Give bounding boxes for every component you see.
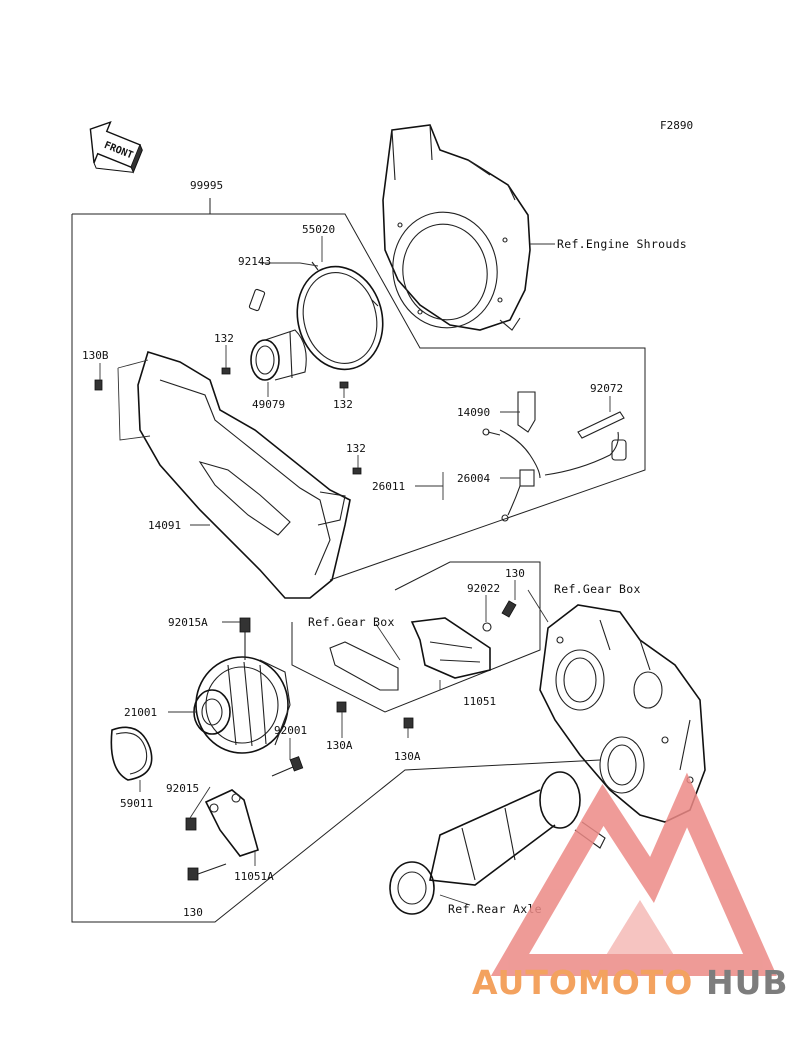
gear-box-bracket <box>329 641 414 729</box>
part-label: 92022 <box>467 582 500 595</box>
part-label: 130 <box>505 567 525 580</box>
part-label: 132 <box>346 442 366 455</box>
part-label: 14090 <box>457 406 490 419</box>
leader-lines <box>99 236 611 906</box>
part-label: 92072 <box>590 382 623 395</box>
part-label: 55020 <box>302 223 335 236</box>
part-label: 130A <box>326 739 353 752</box>
assembly-outline <box>71 198 646 923</box>
part-label: 11051A <box>234 870 274 883</box>
part-label: 92015 <box>166 782 199 795</box>
ref-rear-axle: Ref.Rear Axle <box>448 902 542 916</box>
part-label: 132 <box>214 332 234 345</box>
part-label: 21001 <box>124 706 157 719</box>
part-labels: 99995 55020 92143 130B 132 49079 132 132… <box>82 179 623 919</box>
ref-gear-box-left: Ref.Gear Box <box>308 615 395 629</box>
watermark-logo-icon <box>490 772 777 976</box>
gasket-55020 <box>296 261 384 371</box>
bolt-92001 <box>271 756 304 777</box>
part-label: 59011 <box>120 797 153 810</box>
part-label: 92015A <box>168 616 208 629</box>
part-label: 92143 <box>238 255 271 268</box>
part-label: 26011 <box>372 480 405 493</box>
belt-59011 <box>110 726 153 781</box>
alternator-21001 <box>193 617 291 754</box>
part-label: 130A <box>394 750 421 763</box>
rear-axle <box>389 771 606 915</box>
bolt-132-icon <box>94 367 362 475</box>
wiring-harness-26011 <box>482 391 627 522</box>
bracket-11051 <box>410 600 517 679</box>
ref-gear-box-right: Ref.Gear Box <box>554 582 641 596</box>
ref-engine-shrouds: Ref.Engine Shrouds <box>557 237 687 251</box>
duct-49079 <box>250 329 307 381</box>
part-label: 49079 <box>252 398 285 411</box>
part-label: 130 <box>183 906 203 919</box>
part-label: 92001 <box>274 724 307 737</box>
figure-code: F2890 <box>660 119 693 132</box>
part-label: 132 <box>333 398 353 411</box>
engine-shroud <box>382 124 531 331</box>
watermark-text-a: AUTOMOTO <box>472 963 693 1002</box>
watermark-text-b: HUB <box>706 963 789 1002</box>
bracket-11051A <box>185 789 259 881</box>
part-label: 130B <box>82 349 109 362</box>
reference-labels: Ref.Engine Shrouds Ref.Gear Box Ref.Gear… <box>308 237 687 916</box>
pin-92143 <box>248 288 266 312</box>
part-label: 26004 <box>457 472 490 485</box>
belt-cover-14091 <box>137 350 351 599</box>
part-label: 14091 <box>148 519 181 532</box>
part-label: 99995 <box>190 179 223 192</box>
front-arrow-icon: FRONT <box>89 120 143 174</box>
part-label: 11051 <box>463 695 496 708</box>
